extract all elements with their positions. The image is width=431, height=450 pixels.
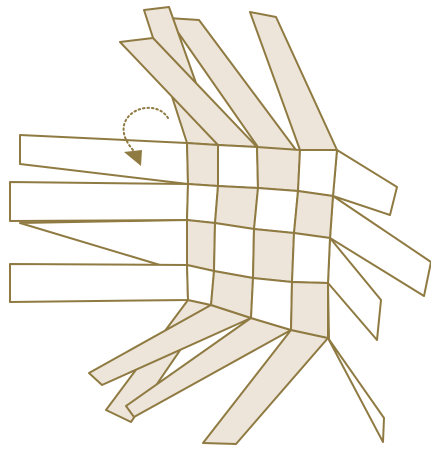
left-strip-3 bbox=[20, 220, 187, 265]
top-strips bbox=[120, 7, 337, 150]
right-strips bbox=[328, 150, 431, 340]
left-strip-4 bbox=[10, 264, 188, 302]
left-strip-2 bbox=[10, 182, 188, 221]
left-strips bbox=[10, 135, 188, 302]
left-strip-1 bbox=[20, 135, 188, 184]
